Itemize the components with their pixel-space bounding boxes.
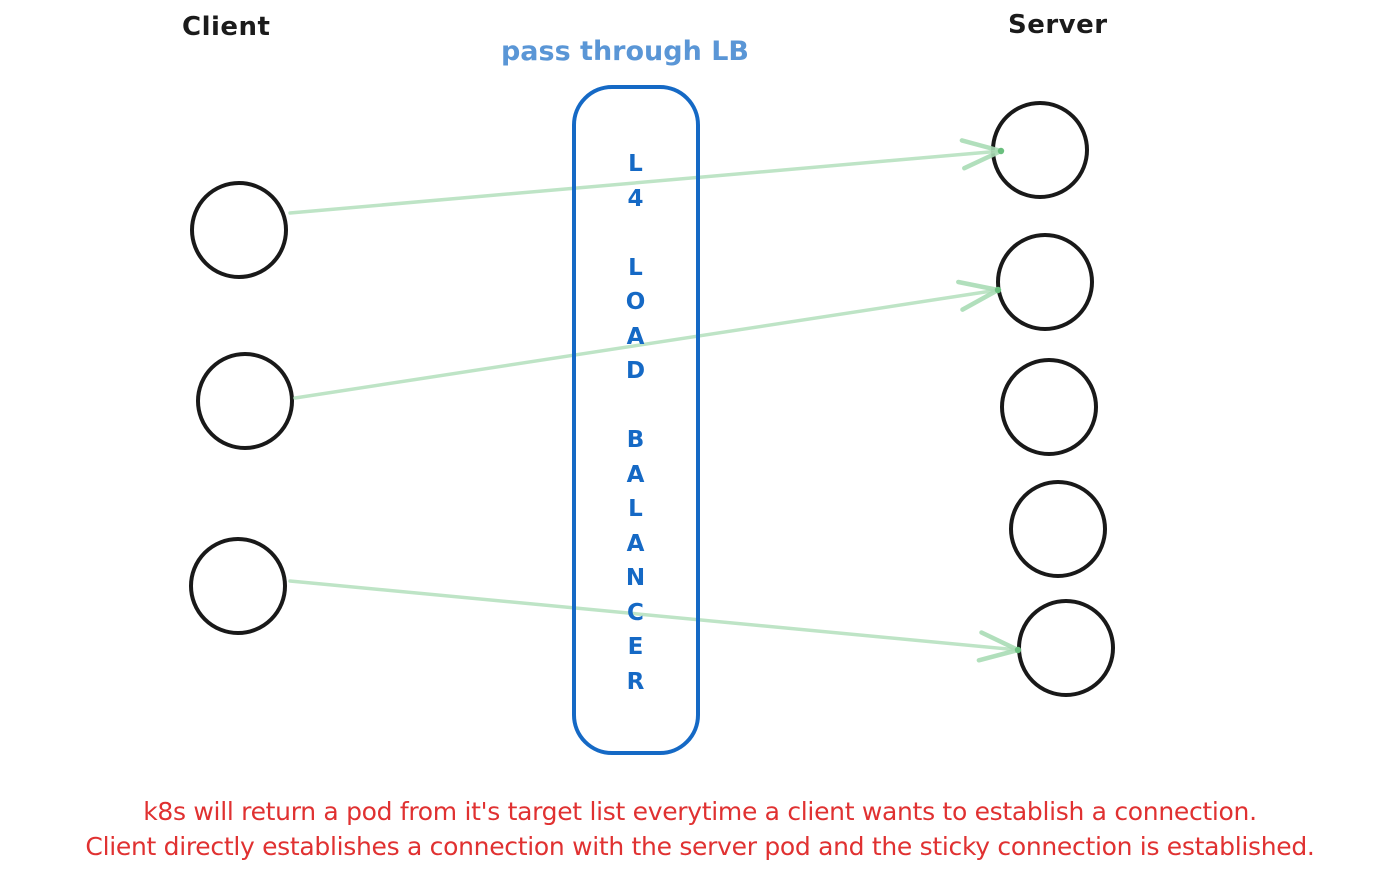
- server-column-label: Server: [1008, 10, 1108, 40]
- l4-load-balancer-box: L 4 L O A D B A L A N C E R: [572, 85, 700, 755]
- server-node-3: [1000, 358, 1098, 456]
- note-line-2: Client directly establishes a connection…: [85, 832, 1315, 861]
- client-column-label: Client: [182, 12, 271, 42]
- client-node-2: [196, 352, 294, 450]
- annotation-note: k8s will return a pod from it's target l…: [0, 794, 1400, 864]
- server-node-2: [996, 233, 1094, 331]
- note-line-1: k8s will return a pod from it's target l…: [143, 797, 1257, 826]
- client-node-3: [189, 537, 287, 635]
- server-node-4: [1009, 480, 1107, 578]
- lb-caption: pass through LB: [500, 36, 750, 67]
- client-node-1: [190, 181, 288, 279]
- lb-vertical-text: L 4 L O A D B A L A N C E R: [625, 151, 647, 695]
- server-node-1: [991, 101, 1089, 199]
- server-node-5: [1017, 599, 1115, 697]
